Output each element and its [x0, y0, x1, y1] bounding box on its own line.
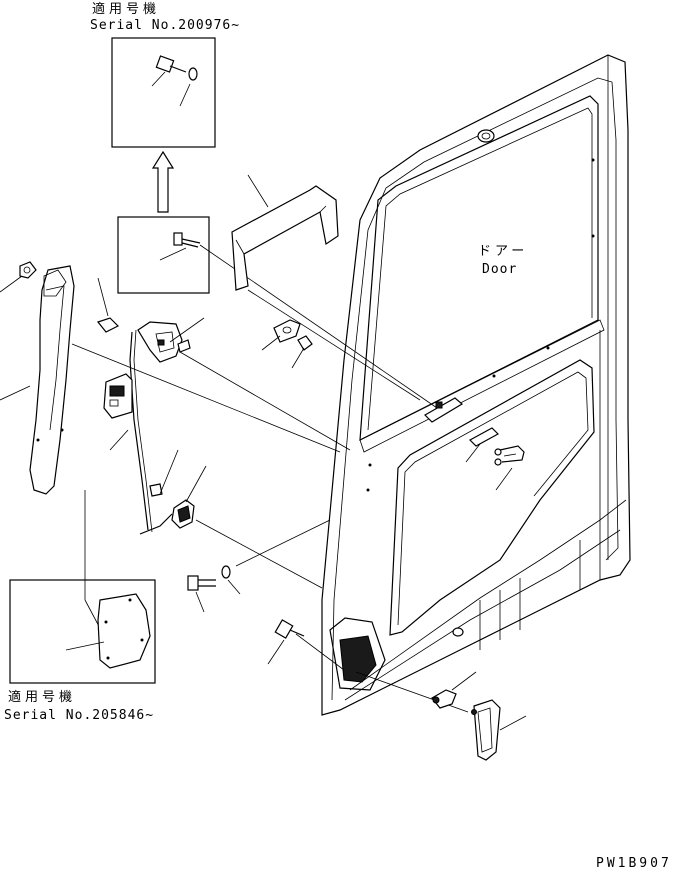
serial-heading-bottom: 適用号機	[8, 690, 77, 705]
grab-handle	[231, 174, 421, 401]
serial-heading-top: 適用号機	[92, 2, 161, 17]
outer-handle	[431, 671, 527, 761]
inner-handle-parts	[465, 427, 525, 491]
serial-number-bottom: Serial No.205846~	[4, 708, 155, 723]
inset-box-bottom	[9, 579, 156, 684]
drawing-id: PW1B907	[596, 856, 672, 871]
striker-plate	[261, 319, 313, 369]
door-label-jp: ドアー	[478, 244, 529, 259]
lower-bolt	[267, 619, 305, 665]
hinge-bolt	[187, 565, 241, 613]
lock-assembly	[96, 277, 207, 535]
trim-panel	[0, 261, 75, 495]
door-label-en: Door	[482, 262, 518, 277]
door-panel	[321, 54, 631, 716]
arrow-up-icon	[151, 150, 175, 213]
inset-box-top	[111, 37, 216, 148]
serial-number-top: Serial No.200976~	[90, 18, 241, 33]
inset-box-middle	[117, 216, 441, 411]
leader-lines	[71, 343, 469, 713]
